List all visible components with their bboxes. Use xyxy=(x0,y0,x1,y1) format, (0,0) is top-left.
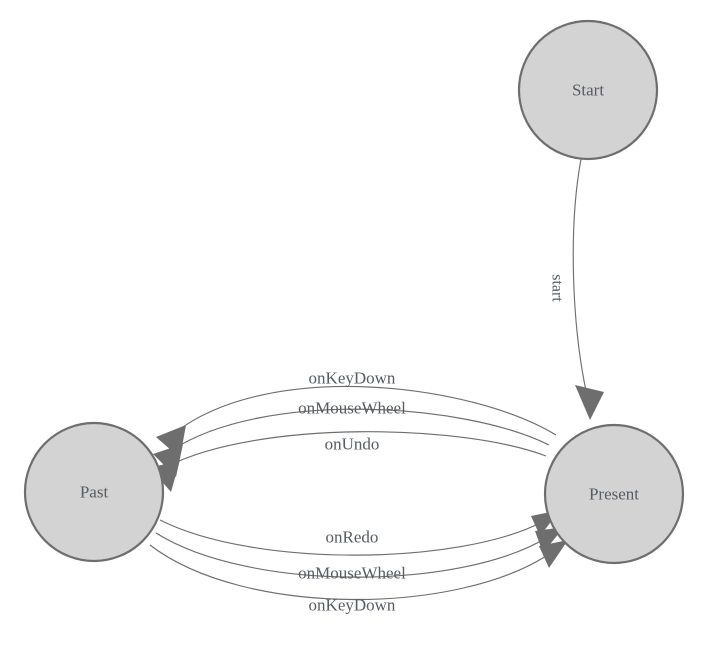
edge-path-start-present xyxy=(572,158,589,401)
edge-present-to-past-onmousewheel[interactable]: onMouseWheel xyxy=(153,399,550,478)
node-past-circle xyxy=(23,421,165,563)
node-present-circle xyxy=(543,423,685,565)
node-past[interactable]: Past xyxy=(23,421,165,563)
edge-label-present-past-mousewheel: onMouseWheel xyxy=(298,399,406,418)
node-present[interactable]: Present xyxy=(543,423,685,565)
node-start[interactable]: Start xyxy=(517,19,659,161)
edge-present-to-past-onundo[interactable]: onUndo xyxy=(150,431,547,492)
edge-path-past-present-redo xyxy=(159,519,543,556)
arrowhead-past-present-keydown xyxy=(539,540,568,568)
edge-past-to-present-onredo[interactable]: onRedo xyxy=(159,510,560,556)
arrowhead-start-present xyxy=(575,385,604,420)
node-start-label: Start xyxy=(572,81,604,100)
node-present-label: Present xyxy=(589,485,639,504)
edge-path-present-past-keydown xyxy=(175,386,557,436)
edge-label-start: start xyxy=(549,274,566,302)
edge-label-past-present-mousewheel: onMouseWheel xyxy=(298,564,406,583)
edge-label-present-past-undo: onUndo xyxy=(325,435,380,454)
edge-start-to-present[interactable]: start xyxy=(549,158,605,420)
edge-label-present-past-keydown: onKeyDown xyxy=(309,369,396,388)
edge-past-to-present-onmousewheel[interactable]: onMouseWheel xyxy=(155,527,564,583)
edge-path-present-past-undo xyxy=(167,431,547,467)
node-start-circle xyxy=(517,19,659,161)
edge-path-past-present-keydown xyxy=(149,544,553,601)
edge-path-past-present-mousewheel xyxy=(155,532,547,578)
edge-label-past-present-keydown: onKeyDown xyxy=(309,596,396,615)
edge-past-to-present-onkeydown[interactable]: onKeyDown xyxy=(149,540,568,615)
node-past-label: Past xyxy=(80,483,109,502)
edge-path-present-past-mousewheel xyxy=(171,408,550,451)
edge-label-past-present-redo: onRedo xyxy=(326,528,379,547)
